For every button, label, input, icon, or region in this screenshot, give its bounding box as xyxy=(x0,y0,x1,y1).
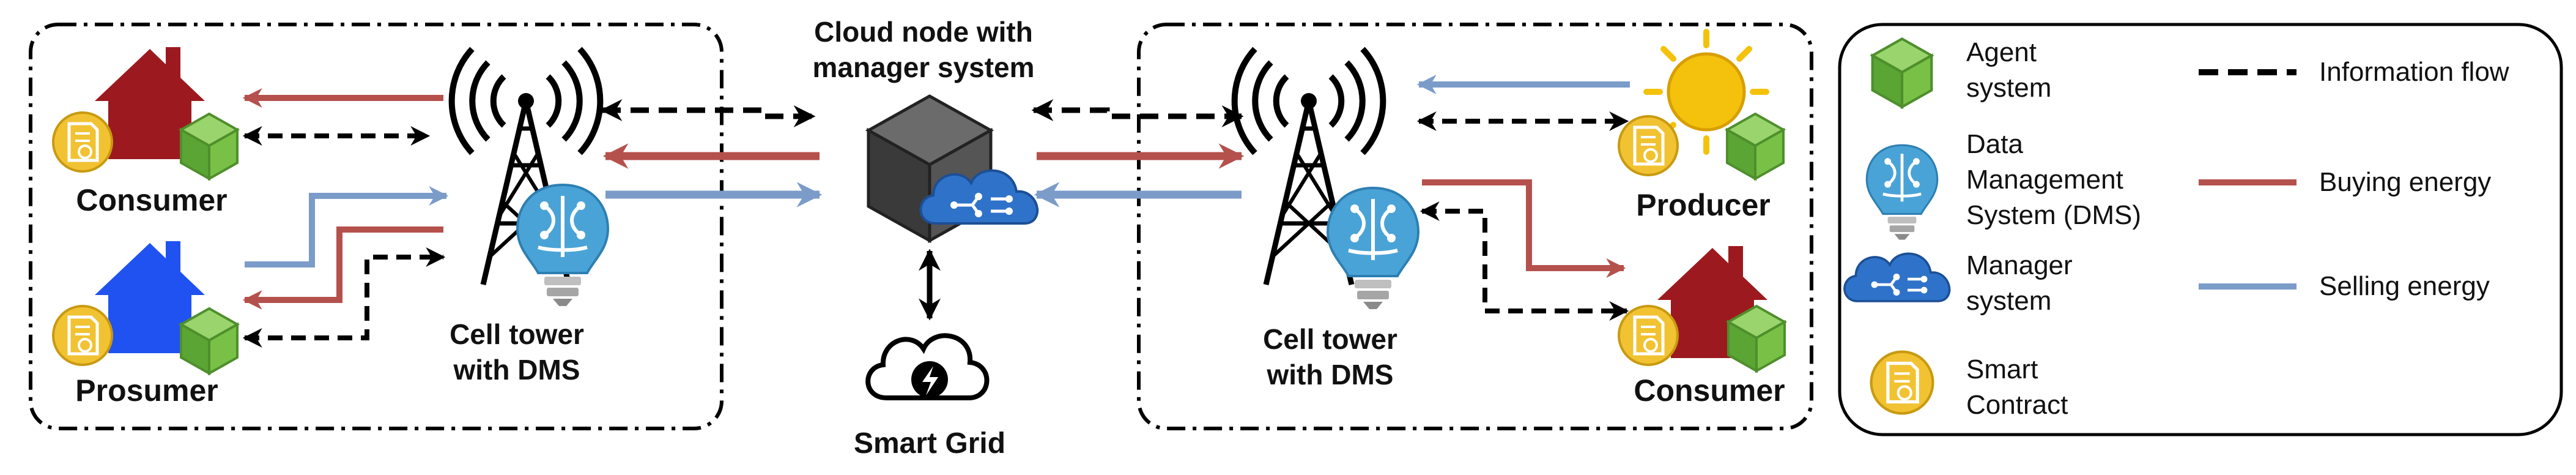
right-info-consumer-arrow xyxy=(1419,201,1629,321)
left-consumer-contract-icon xyxy=(53,113,112,171)
left-info-prosumer-arrow xyxy=(242,247,446,348)
legend-dms-brain-bulb-icon xyxy=(1867,145,1937,239)
legend-manager-line1: Manager xyxy=(1966,250,2073,280)
legend-manager-line2: system xyxy=(1966,286,2051,316)
legend-agent-line1: Agent xyxy=(1966,37,2037,67)
right-dms-brain-bulb-icon xyxy=(1328,188,1418,309)
left-prosumer-label: Prosumer xyxy=(75,373,218,408)
legend-selling-label: Selling energy xyxy=(2319,271,2490,301)
legend-box xyxy=(1838,23,2563,436)
left-consumer-label: Consumer xyxy=(76,183,227,217)
info-left-tower-cloud-arrow xyxy=(600,99,816,127)
right-cell-region xyxy=(1137,23,1813,430)
right-consumer-label: Consumer xyxy=(1634,373,1785,408)
legend-dms-line2: Management xyxy=(1966,165,2123,195)
right-consumer-contract-icon xyxy=(1619,306,1678,365)
legend-dms-line1: Data xyxy=(1966,129,2023,159)
legend-contract-line2: Contract xyxy=(1966,390,2068,420)
right-buying-to-consumer-arrow xyxy=(1422,179,1626,279)
legend-agent-cube-icon xyxy=(1873,39,1932,107)
legend-dms-line3: System (DMS) xyxy=(1966,200,2141,230)
legend-info-flow-label: Information flow xyxy=(2319,57,2509,87)
cloud-node-label-line2: manager system xyxy=(812,51,1034,83)
legend-smart-contract-icon xyxy=(1871,352,1933,414)
producer-contract-icon xyxy=(1619,116,1678,175)
smart-grid-label: Smart Grid xyxy=(854,427,1005,460)
left-tower-label-line2: with DMS xyxy=(453,354,580,386)
producer-agent-cube-icon xyxy=(1726,113,1785,180)
legend-agent-line2: system xyxy=(1966,73,2051,103)
left-dms-brain-bulb-icon xyxy=(517,185,608,306)
producer-label: Producer xyxy=(1636,188,1771,222)
smart-grid-lightning-cloud-icon xyxy=(865,333,990,400)
right-tower-label-line2: with DMS xyxy=(1267,359,1394,391)
info-cloud-right-tower-arrow xyxy=(1031,99,1244,127)
left-tower-label-line1: Cell tower xyxy=(450,318,584,350)
legend-buying-label: Buying energy xyxy=(2319,167,2491,197)
left-prosumer-contract-icon xyxy=(53,306,112,365)
left-cell-region xyxy=(29,23,724,430)
legend-contract-line1: Smart xyxy=(1966,354,2038,384)
right-tower-label-line1: Cell tower xyxy=(1263,323,1397,355)
legend-manager-system-icon xyxy=(1845,253,1950,301)
cloud-node-label-line1: Cloud node with xyxy=(814,16,1033,48)
